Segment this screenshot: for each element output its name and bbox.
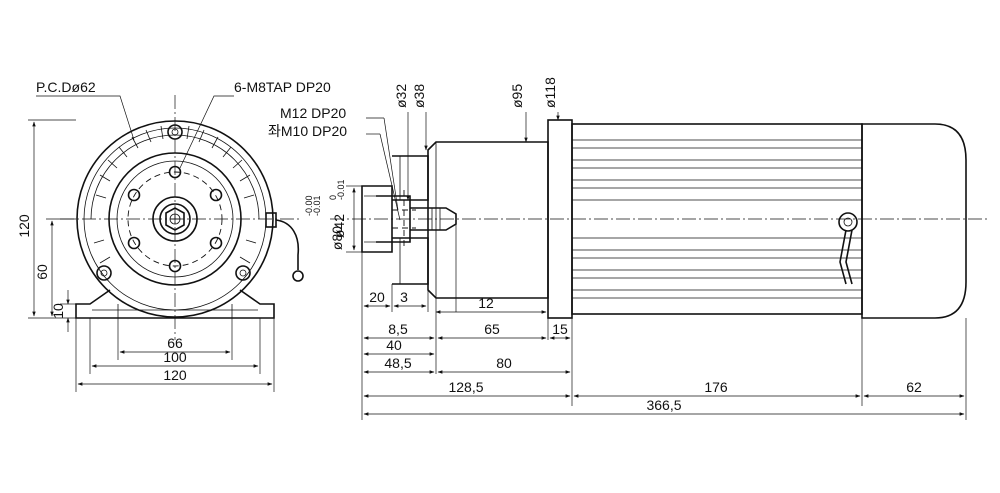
dim-8-5: 8,5 — [388, 321, 408, 337]
dim-128-5: 128,5 — [448, 379, 483, 395]
dia-80-tol-upper: -0.00 — [304, 195, 314, 216]
m12-callout: M12 DP20 — [280, 105, 346, 121]
dim-65: 65 — [484, 321, 500, 337]
dia-32-label: ø32 — [393, 84, 409, 108]
dim-48-5: 48,5 — [384, 355, 411, 371]
dim-front-height-120: 120 — [16, 214, 32, 238]
dim-366-5: 366,5 — [646, 397, 681, 413]
dia-80-label: ø80 — [329, 226, 345, 250]
body-fins — [572, 139, 862, 299]
dia-80-tol-lower: -0.01 — [312, 195, 322, 216]
dim-3: 3 — [400, 289, 408, 305]
bolt-holes — [127, 165, 223, 273]
dia-95-label: ø95 — [509, 84, 525, 108]
dim-front-width-100: 100 — [163, 349, 187, 365]
dim-176: 176 — [704, 379, 728, 395]
dim-80: 80 — [496, 355, 512, 371]
dia-42-label-visible: ø42 — [331, 214, 347, 238]
dim-12: 12 — [478, 295, 494, 311]
dia-42-tol-lower: -0.01 — [336, 179, 346, 200]
dim-front-width-120: 120 — [163, 367, 187, 383]
dim-front-height-60: 60 — [34, 264, 50, 280]
dim-62: 62 — [906, 379, 922, 395]
dia-38-label: ø38 — [411, 84, 427, 108]
dia-42-tol-upper: 0 — [328, 195, 338, 200]
dim-15: 15 — [552, 321, 568, 337]
pcd-callout: P.C.Dø62 — [36, 79, 96, 95]
dim-front-width-66: 66 — [167, 335, 183, 351]
tap-callout: 6-M8TAP DP20 — [234, 79, 331, 95]
dim-40: 40 — [386, 337, 402, 353]
side-view: M12 DP20 좌M10 DP20 ø32 ø38 ø95 ø118 ø80 … — [268, 77, 990, 420]
dim-front-height-10: 10 — [50, 303, 66, 319]
dia-118-label: ø118 — [542, 77, 558, 108]
dim-20: 20 — [369, 289, 385, 305]
m10-callout: 좌M10 DP20 — [268, 123, 347, 139]
front-view: P.C.Dø62 6-M8TAP DP20 120 60 10 66 100 1… — [16, 79, 331, 392]
